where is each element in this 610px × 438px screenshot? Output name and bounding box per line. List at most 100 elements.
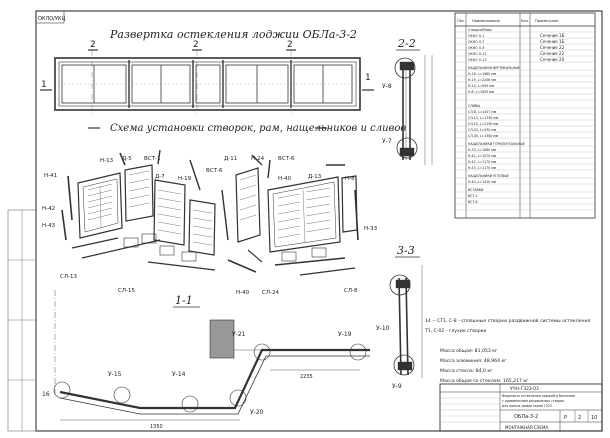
label-cl13: СЛ-13 <box>60 274 77 280</box>
doc-code: УЧН-ГЗ23-03 <box>510 386 539 392</box>
label-vst1: ВСТ-1 <box>144 156 160 162</box>
cut-mark-1-left: 1 <box>41 80 47 90</box>
label-vst6b: ВСТ-6 <box>278 156 295 162</box>
sheet-frame <box>35 10 603 432</box>
mass-total: Масса общая: 81,053 кг <box>440 348 498 354</box>
spec-group-naschgor: НАЩЕЛЬНИКИ ГОРИЗОНТАЛЬНЫЕ <box>468 142 525 146</box>
spec-table: Поз. Наименование Кол. Примечание Створк… <box>454 12 596 219</box>
label-u7: У-7 <box>382 138 392 145</box>
spec-group-vstavki: ВСТАВКИ <box>468 188 484 192</box>
section-2-2-title: 2-2 <box>397 37 416 50</box>
section-3-3-profile <box>389 265 423 378</box>
spec-sliv-row: СЛ-40, L=1580 мм <box>468 134 499 138</box>
spec-frame-note: Сечение 20 <box>540 57 565 62</box>
dim-2235: 2235 <box>300 374 313 380</box>
spec-frame-note: Сечение 22 <box>540 45 565 50</box>
label-n43: Н-43 <box>42 223 56 229</box>
desc-line-2: с применением раздвижных створок <box>502 399 564 403</box>
spec-naschgor-row: Н-43, L=1170 мм <box>468 166 497 170</box>
scheme-narrow-block <box>227 154 263 273</box>
label-n19: Н-19 <box>178 176 192 182</box>
scheme-right-block <box>267 159 359 276</box>
label-u8: У-8 <box>382 83 392 90</box>
scheme-title: Схема установки створок, рам, нащельнико… <box>110 123 406 134</box>
plan-section <box>53 290 370 421</box>
label-u14: У-14 <box>172 371 186 378</box>
label-d7: Д-7 <box>155 174 165 180</box>
spec-header-pos: Поз. <box>457 19 465 23</box>
spec-vstavki-row: ВСТ-1 <box>468 194 478 198</box>
spec-frame-name: ОКНО О-11 <box>468 52 486 56</box>
note-line-2: Т1, С-02 - глухие створки <box>424 328 486 334</box>
spec-vstavki-row: ВСТ-6 <box>468 200 478 204</box>
section-1-1-title: 1-1 <box>175 294 193 307</box>
spec-group-uglov: НАЩЕЛЬНИКИ УГЛОВЫЕ <box>468 174 509 178</box>
stage: Р <box>564 415 567 421</box>
notes-block: 14 -- СТ1, С-8 - сплошные створки раздви… <box>424 317 590 384</box>
stamp-text: ОКЛО/УКЦ <box>38 16 65 22</box>
label-d5: Д-5 <box>122 156 132 162</box>
cut-mark-2-mid: 2 <box>193 40 199 50</box>
spec-naschgor-row: Н-42, L=1170 мм <box>468 160 497 164</box>
spec-header-qty: Кол. <box>521 19 529 23</box>
scheme-middle-block <box>147 159 229 271</box>
spec-group-frames: Створки/Рамы <box>468 28 492 32</box>
mass-glass: Масса стекла: 84,0 кг <box>440 368 493 374</box>
spec-frame-name: ОКНО О-7 <box>468 40 484 44</box>
stamp-box <box>35 10 65 24</box>
spec-nasch-row: Н-19, L=2206 мм <box>468 78 497 82</box>
cut-mark-2-right: 2 <box>287 40 293 50</box>
facade-elevation <box>54 50 361 115</box>
desc-line-1: Ведомость остекления лоджий и балконов <box>502 394 575 398</box>
section-2-2-profile <box>394 55 433 165</box>
label-n24: Н-24 <box>251 156 265 162</box>
facade-title: Развертка остекления лоджии ОБЛа-3-2 <box>109 28 357 41</box>
sheet-number: 2 <box>578 415 581 421</box>
spec-group-nasch: НАЩЕЛЬНИКИ ВЕРТИКАЛЬНЫЕ <box>468 66 520 70</box>
label-d11: Д-11 <box>224 156 237 162</box>
title-block: УЧН-ГЗ23-03 Ведомость остекления лоджий … <box>439 383 603 432</box>
spec-header-name: Наименование <box>472 19 501 23</box>
spec-sliv-row: СЛ-13, L=1330 мм <box>468 116 499 120</box>
scheme-left-block <box>61 149 161 259</box>
label-u15: У-15 <box>108 371 122 378</box>
label-n41: Н-41 <box>44 173 57 179</box>
note-line-1: 14 -- СТ1, С-8 - сплошные створки раздви… <box>425 317 590 324</box>
sheets-count: 10 <box>591 415 597 421</box>
spec-sliv-row: СЛ-24, L=930 мм <box>468 128 497 132</box>
spec-frame-name: ОКНО О-13 <box>468 58 486 62</box>
label-n40: Н-40 <box>278 176 292 182</box>
label-u19: У-19 <box>338 331 352 338</box>
label-n33: Н-33 <box>364 226 378 232</box>
desc-line-3: для жилых домов серии ГЗ23 <box>502 404 552 408</box>
label-n13: Н-13 <box>100 158 114 164</box>
spec-frame-name: ОКНО О-9 <box>468 46 484 50</box>
mass-with-glass: Масса общая со стеклом: 165,217 кг <box>440 378 529 384</box>
spec-uglov-row: Н-40, L=1410 мм <box>468 180 497 184</box>
spec-group-sliv: СЛИВЫ <box>468 104 480 108</box>
label-d13: Д-13 <box>308 174 322 180</box>
section-3-3-title: 3-3 <box>397 244 415 257</box>
org-title: МОНТАЖНАЯ СХЕМА <box>505 425 548 430</box>
label-cl15: СЛ-15 <box>118 288 135 294</box>
label-cl24: СЛ-24 <box>262 290 279 296</box>
cut-mark-2-left: 2 <box>90 40 96 50</box>
spec-naschgor-row: Н-41, L=1070 мм <box>468 154 497 158</box>
scheme-labels: Н-13 Д-5 ВСТ-1 Н-41 Н-42 Н-43 Д-7 Н-19 В… <box>42 156 378 296</box>
spec-sliv-row: СЛ-15, L=2190 мм <box>468 122 499 126</box>
spec-frame-note: Сечение 1Б <box>540 33 565 38</box>
spec-frame-note: Сечение 1Б <box>540 39 565 44</box>
item-name: ОБЛа-3-2 <box>514 414 538 420</box>
mass-aluminium: Масса алюминия: 48,964 кг <box>440 358 507 364</box>
cut-mark-1-right: 1 <box>365 73 371 83</box>
spec-frame-note: Сечение 22 <box>540 51 565 56</box>
spec-nasch-row: Н-24, L=945 мм <box>468 84 495 88</box>
spec-naschgor-row: Н-33, L=1060 мм <box>468 148 497 152</box>
label-u10: У-10 <box>376 325 390 332</box>
label-u9: У-9 <box>392 383 402 390</box>
spec-sliv-row: СЛ-8, L=1457 мм <box>468 110 497 114</box>
dim-1350: 1350 <box>150 424 163 430</box>
spec-nasch-row: Н-18, L=1965 мм <box>468 72 497 76</box>
